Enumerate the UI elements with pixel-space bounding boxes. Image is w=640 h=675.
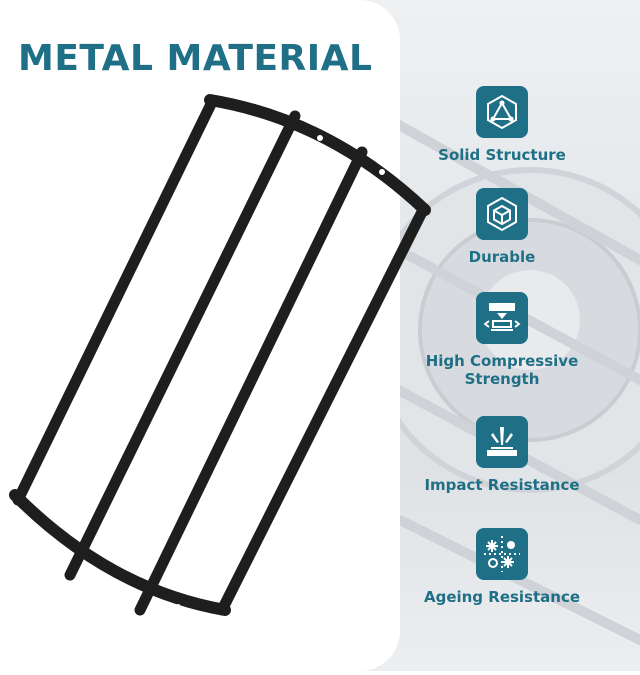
feature-label: High Compressive Strength [425, 352, 579, 388]
cube-icon [476, 188, 528, 240]
feature-label: Durable [468, 248, 536, 266]
feature-high-compressive-strength: High Compressive Strength [402, 292, 602, 388]
impact-icon [476, 416, 528, 468]
content-panel [0, 0, 400, 671]
speaker-grill-image [0, 80, 440, 671]
triangle-structure-icon [476, 86, 528, 138]
page-title: METAL MATERIAL [18, 38, 373, 79]
feature-durable: Durable [402, 188, 602, 266]
press-icon [476, 292, 528, 344]
feature-solid-structure: Solid Structure [402, 86, 602, 164]
feature-label: Impact Resistance [424, 476, 580, 494]
feature-label: Ageing Resistance [423, 588, 581, 606]
feature-label: Solid Structure [438, 146, 566, 164]
weather-icon [476, 528, 528, 580]
feature-ageing-resistance: Ageing Resistance [402, 528, 602, 606]
feature-impact-resistance: Impact Resistance [402, 416, 602, 494]
